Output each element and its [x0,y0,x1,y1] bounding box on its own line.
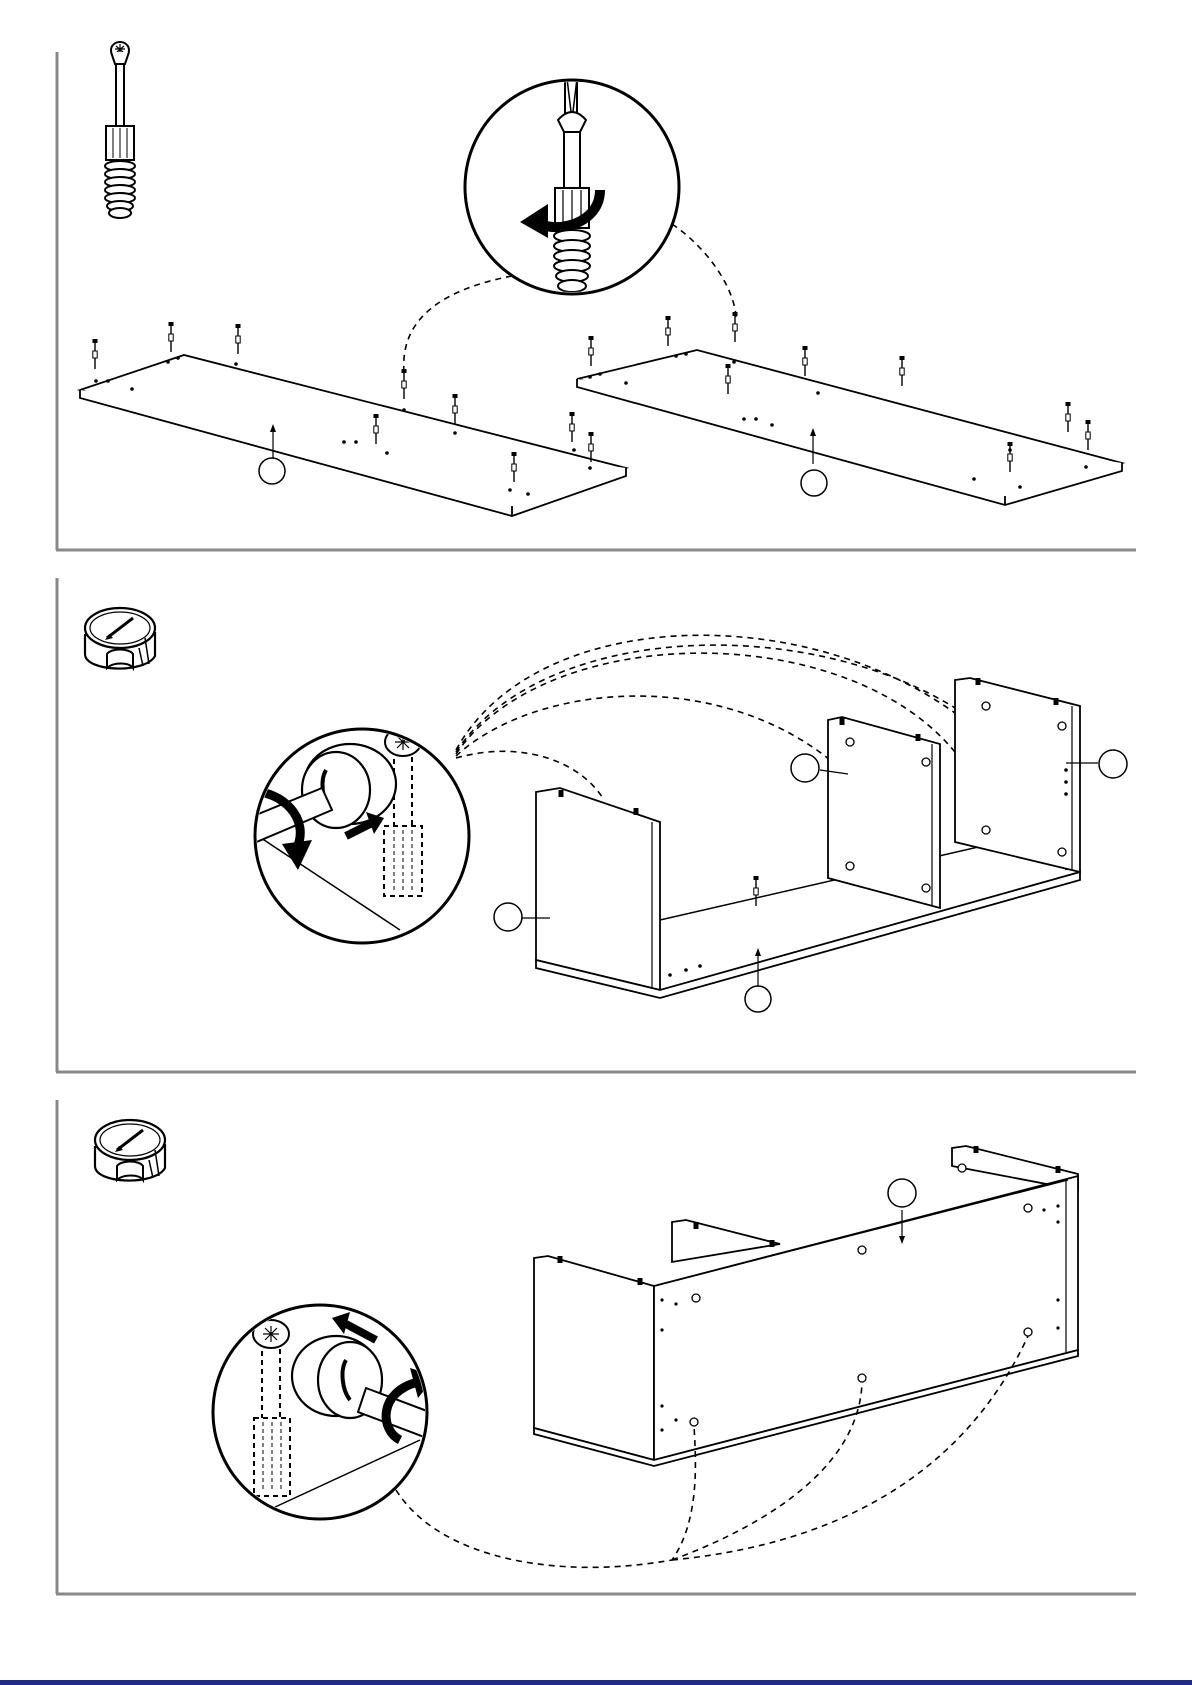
panel-left [80,322,626,516]
part-number-circle [791,754,819,782]
cam-lock-detail-icon [213,1305,488,1519]
part-number-circle [259,458,285,484]
bottom-band [0,1680,1192,1685]
part-number-circle [494,903,522,931]
part-number-circle [745,986,771,1012]
middle-divider [791,717,940,908]
left-side-panel [494,788,660,990]
part-number-circle [801,470,827,496]
panel-right [577,312,1122,505]
assembled-carcass [534,1146,1078,1466]
cam-lock-icon [95,1120,165,1181]
cam-bolt-icon [105,42,135,218]
part-number-circle [888,1179,916,1207]
cam-lock-detail-icon [190,728,469,943]
screwdriver-detail-icon [465,60,679,294]
part-number-circle [1099,750,1127,778]
cam-lock-icon [85,608,155,669]
right-divider [955,678,1127,872]
